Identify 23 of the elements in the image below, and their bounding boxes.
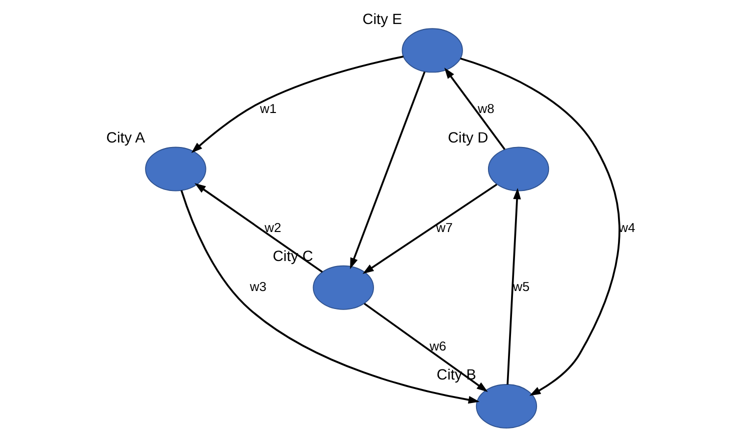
edge-label: w3 <box>249 279 266 294</box>
arrow <box>444 68 505 150</box>
arrow <box>190 56 404 154</box>
edge-label: w2 <box>264 220 281 235</box>
node-ellipse <box>144 146 206 192</box>
arrow <box>506 188 520 385</box>
edge-label: w5 <box>512 279 530 294</box>
edge-label: w1 <box>260 101 276 116</box>
arrow <box>350 72 425 270</box>
arrow <box>363 302 488 392</box>
arrow <box>194 183 322 273</box>
node-label: City D <box>447 130 488 146</box>
arrow <box>180 190 480 404</box>
arrow <box>460 58 620 396</box>
node-ellipse <box>487 146 549 192</box>
edge-label: w7 <box>436 220 452 235</box>
arrow <box>362 184 497 274</box>
node-label: City E <box>362 12 402 28</box>
edge-label: w8 <box>477 101 494 116</box>
node-ellipse <box>475 384 537 428</box>
edge-label: w6 <box>429 338 446 354</box>
node-label: City A <box>106 130 144 146</box>
node-ellipse <box>401 28 462 73</box>
